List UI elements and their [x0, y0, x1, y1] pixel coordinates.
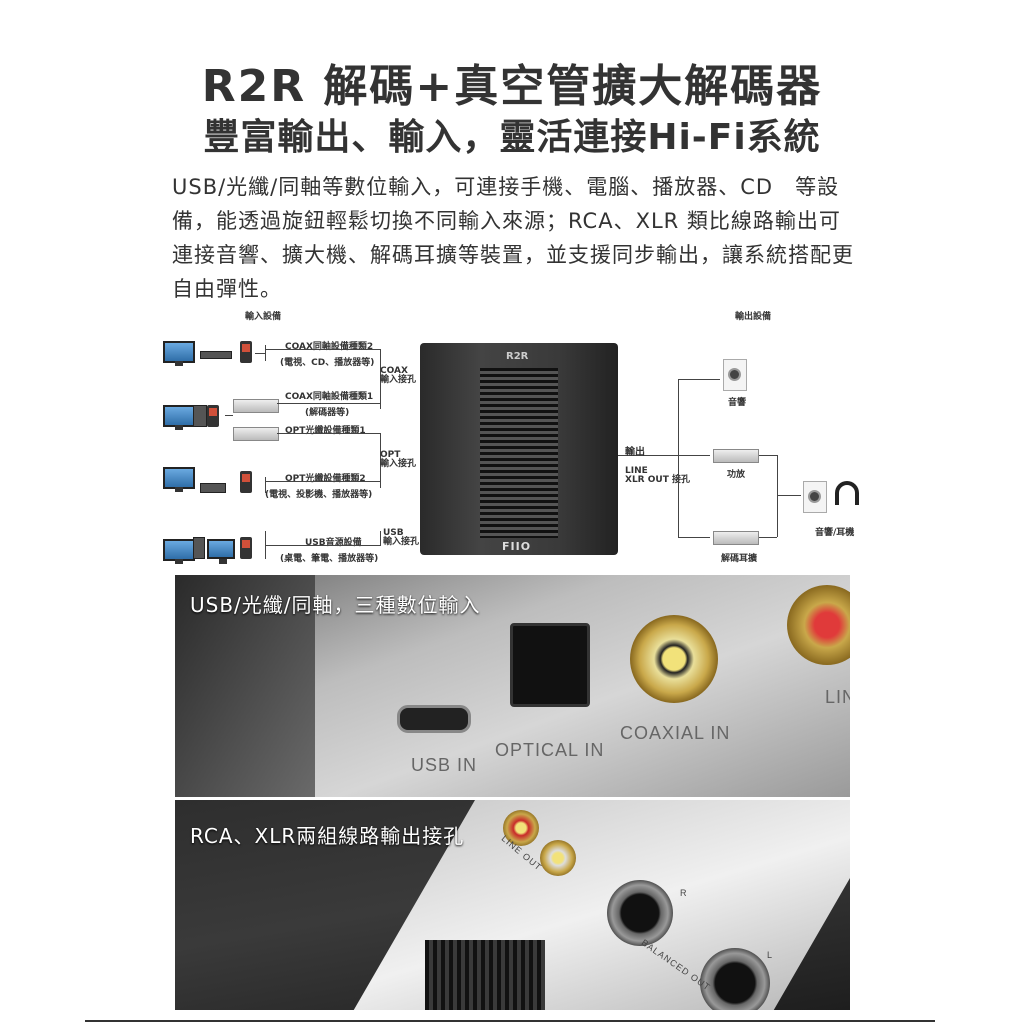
player-icon-3 — [240, 537, 252, 559]
speaker-icon — [723, 359, 747, 391]
usb-label: USB音源設備 — [305, 538, 362, 548]
coax-port-label: COAX 輸入接孔 — [380, 366, 417, 385]
intro-paragraph: USB/光纖/同軸等數位輸入，可連接手機、電腦、播放器、CD 等設備，能透過旋鈕… — [172, 175, 854, 301]
fiio-device-image: R2R FIIO — [420, 343, 618, 555]
tv-icon — [163, 467, 195, 492]
photo2-caption: RCA、XLR兩組線路輸出接孔 — [190, 824, 465, 848]
title-line-2: 豐富輸出、輸入，靈活連接Hi-Fi系統 — [203, 117, 821, 158]
input-devices-header: 輸入設備 — [245, 312, 282, 322]
coaxial-in-label: COAXIAL IN — [620, 723, 731, 743]
output-devices-header: 輸出設備 — [735, 312, 772, 322]
rca-port-red — [787, 585, 850, 665]
vent-grill — [425, 940, 545, 1010]
l-label: L — [767, 950, 774, 960]
desktop-icon — [163, 539, 195, 564]
coax1-label: COAX同軸設備種類1 — [285, 392, 374, 402]
rca-out-red — [503, 810, 539, 846]
pc-monitor-icon — [163, 405, 195, 430]
dac-amp-label: 解碼耳擴 — [721, 554, 758, 564]
amp-label: 功放 — [727, 470, 746, 480]
connection-diagram: 輸入設備 輸出設備 COAX同軸設備種類2 (電視、CD、播放器等) COAX … — [155, 305, 875, 575]
usb-sub: (桌電、筆電、播放器等) — [280, 554, 379, 564]
digital-inputs-photo: USB IN OPTICAL IN COAXIAL IN LIN USB/光纖/… — [175, 575, 850, 797]
speaker-headphone-label: 音響/耳機 — [815, 528, 855, 538]
optical-in-label: OPTICAL IN — [495, 740, 605, 760]
usb-port-label: USB 輸入接孔 — [383, 528, 420, 547]
photo1-caption: USB/光纖/同軸，三種數位輸入 — [190, 593, 481, 617]
cd-player-icon — [200, 351, 232, 359]
player-icon — [207, 405, 219, 427]
opt-port-label: OPT 輸入接孔 — [380, 450, 417, 469]
pc-tower-icon — [193, 405, 207, 427]
opt2-sub: (電視、投影機、播放器等) — [265, 490, 373, 500]
optical-port — [510, 623, 590, 707]
speaker-icon-2 — [803, 481, 827, 513]
usb-c-port — [397, 705, 471, 733]
coax2-sub: (電視、CD、播放器等) — [280, 358, 375, 368]
analog-outputs-photo: LINE OUT BALANCED OUT R L RCA、XLR兩組線路輸出接… — [175, 800, 850, 1010]
device-logo: FIIO — [502, 540, 532, 553]
divider — [85, 1020, 935, 1022]
device-grill — [480, 368, 558, 538]
dac-amp-icon — [713, 531, 759, 545]
player-icon-2 — [240, 471, 252, 493]
coax1-sub: (解碼器等) — [305, 408, 350, 418]
decoder-icon-2 — [233, 427, 279, 441]
r-label: R — [680, 888, 688, 898]
opt1-label: OPT光纖設備種類1 — [285, 426, 366, 436]
headphone-icon — [835, 481, 859, 505]
opt2-label: OPT光纖設備種類2 — [285, 474, 366, 484]
coaxial-port — [630, 615, 718, 703]
speaker-label: 音響 — [728, 398, 747, 408]
laptop-icon — [207, 539, 235, 564]
xlr-out-l — [700, 948, 770, 1010]
xlr-out-r — [607, 880, 673, 946]
decoder-icon — [233, 399, 279, 413]
rca-out-white — [540, 840, 576, 876]
output-label: 輸出 — [625, 447, 645, 458]
monitor-icon — [163, 341, 195, 366]
projector-icon — [200, 483, 226, 493]
title-line-1: R2R 解碼+真空管擴大解碼器 — [201, 61, 823, 112]
line-xlr-label: LINE XLR OUT 接孔 — [625, 466, 690, 485]
tower-icon — [193, 537, 205, 559]
music-player-icon — [240, 341, 252, 363]
power-amp-icon — [713, 449, 759, 463]
device-badge: R2R — [506, 351, 529, 362]
coax2-label: COAX同軸設備種類2 — [285, 342, 374, 352]
line-label: LIN — [825, 687, 850, 707]
usb-in-label: USB IN — [411, 755, 478, 775]
